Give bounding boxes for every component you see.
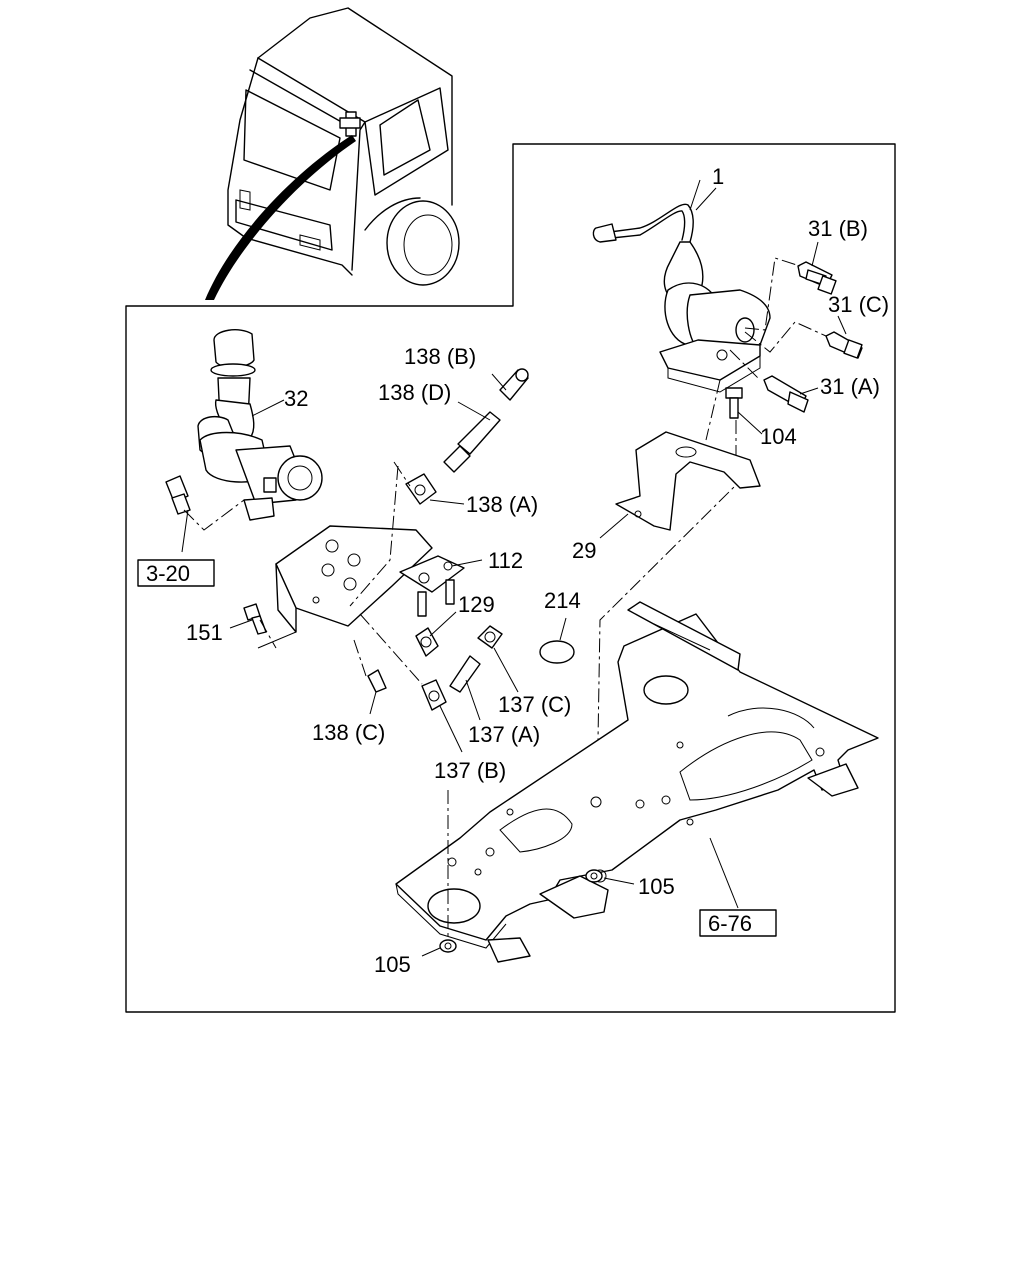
bracket-29 <box>615 431 761 531</box>
callout-31a: 31 (A) <box>820 374 880 399</box>
fitting-137a <box>449 655 481 693</box>
callout-labels: 1 31 (B) 31 (C) 31 (A) 104 29 32 138 (B)… <box>186 164 889 977</box>
fitting-151 <box>243 603 267 635</box>
fitting-129 <box>415 627 439 657</box>
diagram-frame <box>125 143 896 1013</box>
fitting-31c <box>825 331 863 359</box>
callout-31b: 31 (B) <box>808 216 868 241</box>
fitting-31a <box>763 375 809 413</box>
callout-29: 29 <box>572 538 596 563</box>
plug-214 <box>539 640 575 664</box>
shift-lever-assembly <box>592 179 771 393</box>
fitting-138d <box>443 411 501 473</box>
callout-31c: 31 (C) <box>828 292 889 317</box>
fitting-137c <box>477 625 503 649</box>
reference-6-76-box: 6-76 <box>699 909 777 937</box>
callout-129: 129 <box>458 592 495 617</box>
fitting-138a <box>405 473 437 505</box>
fitting-138b <box>499 368 529 401</box>
callout-138b: 138 (B) <box>404 344 476 369</box>
callout-105-lower: 105 <box>374 952 411 977</box>
nut-105-upper <box>585 869 603 883</box>
callout-1: 1 <box>712 164 724 189</box>
reference-6-76: 6-76 <box>708 911 752 936</box>
callout-112: 112 <box>488 548 523 573</box>
leader-lines <box>181 187 847 957</box>
fitting-3-20 <box>165 475 191 515</box>
callout-151: 151 <box>186 620 223 645</box>
callout-32: 32 <box>284 386 308 411</box>
callout-137c: 137 (C) <box>498 692 571 717</box>
mounting-plate <box>257 525 433 649</box>
callout-137b: 137 (B) <box>434 758 506 783</box>
reference-3-20: 3-20 <box>146 561 190 586</box>
callout-104: 104 <box>760 424 797 449</box>
truck-cab-illustration <box>205 7 460 300</box>
callout-137a: 137 (A) <box>468 722 540 747</box>
reference-3-20-box: 3-20 <box>137 559 215 587</box>
bolt-104 <box>725 387 743 419</box>
callout-138d: 138 (D) <box>378 380 451 405</box>
callout-105-upper: 105 <box>638 874 675 899</box>
fitting-137b <box>421 679 447 711</box>
base-plate <box>395 601 879 963</box>
fitting-31b <box>797 261 837 295</box>
fitting-138c <box>367 669 387 693</box>
callout-214: 214 <box>544 588 581 613</box>
callout-138a: 138 (A) <box>466 492 538 517</box>
nut-105-lower <box>439 939 457 953</box>
bracket-112 <box>399 555 465 617</box>
callout-138c: 138 (C) <box>312 720 385 745</box>
valve-32 <box>197 329 323 521</box>
